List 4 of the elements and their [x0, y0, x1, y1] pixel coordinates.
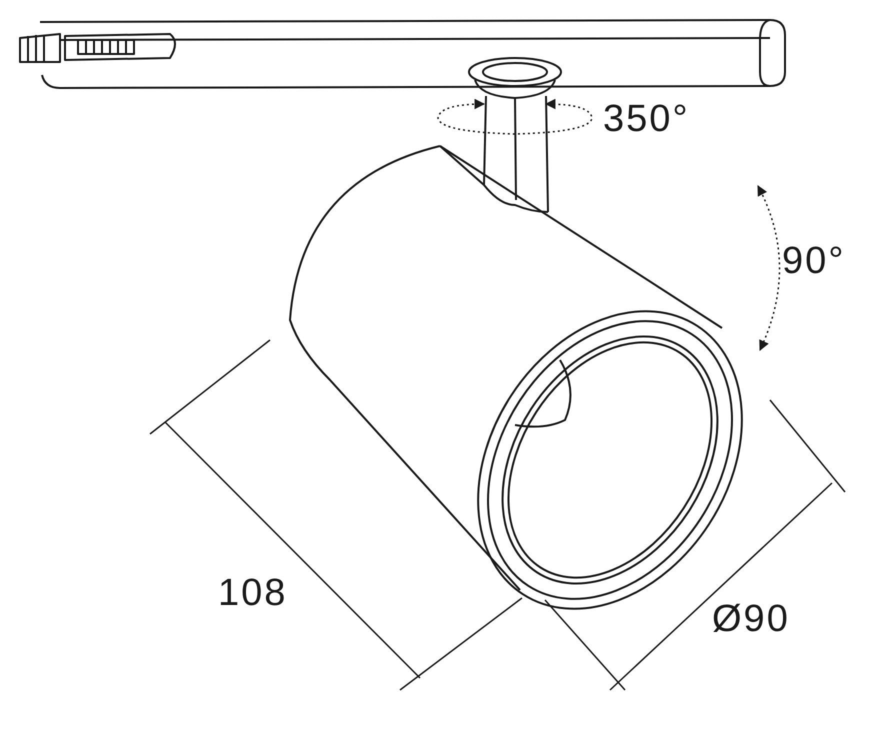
- tilt-angle-label: 90°: [782, 242, 846, 280]
- length-dimension-label: 108: [218, 574, 288, 612]
- rotation-angle-label: 350°: [603, 100, 690, 138]
- diameter-dimension-label: Ø90: [712, 600, 790, 638]
